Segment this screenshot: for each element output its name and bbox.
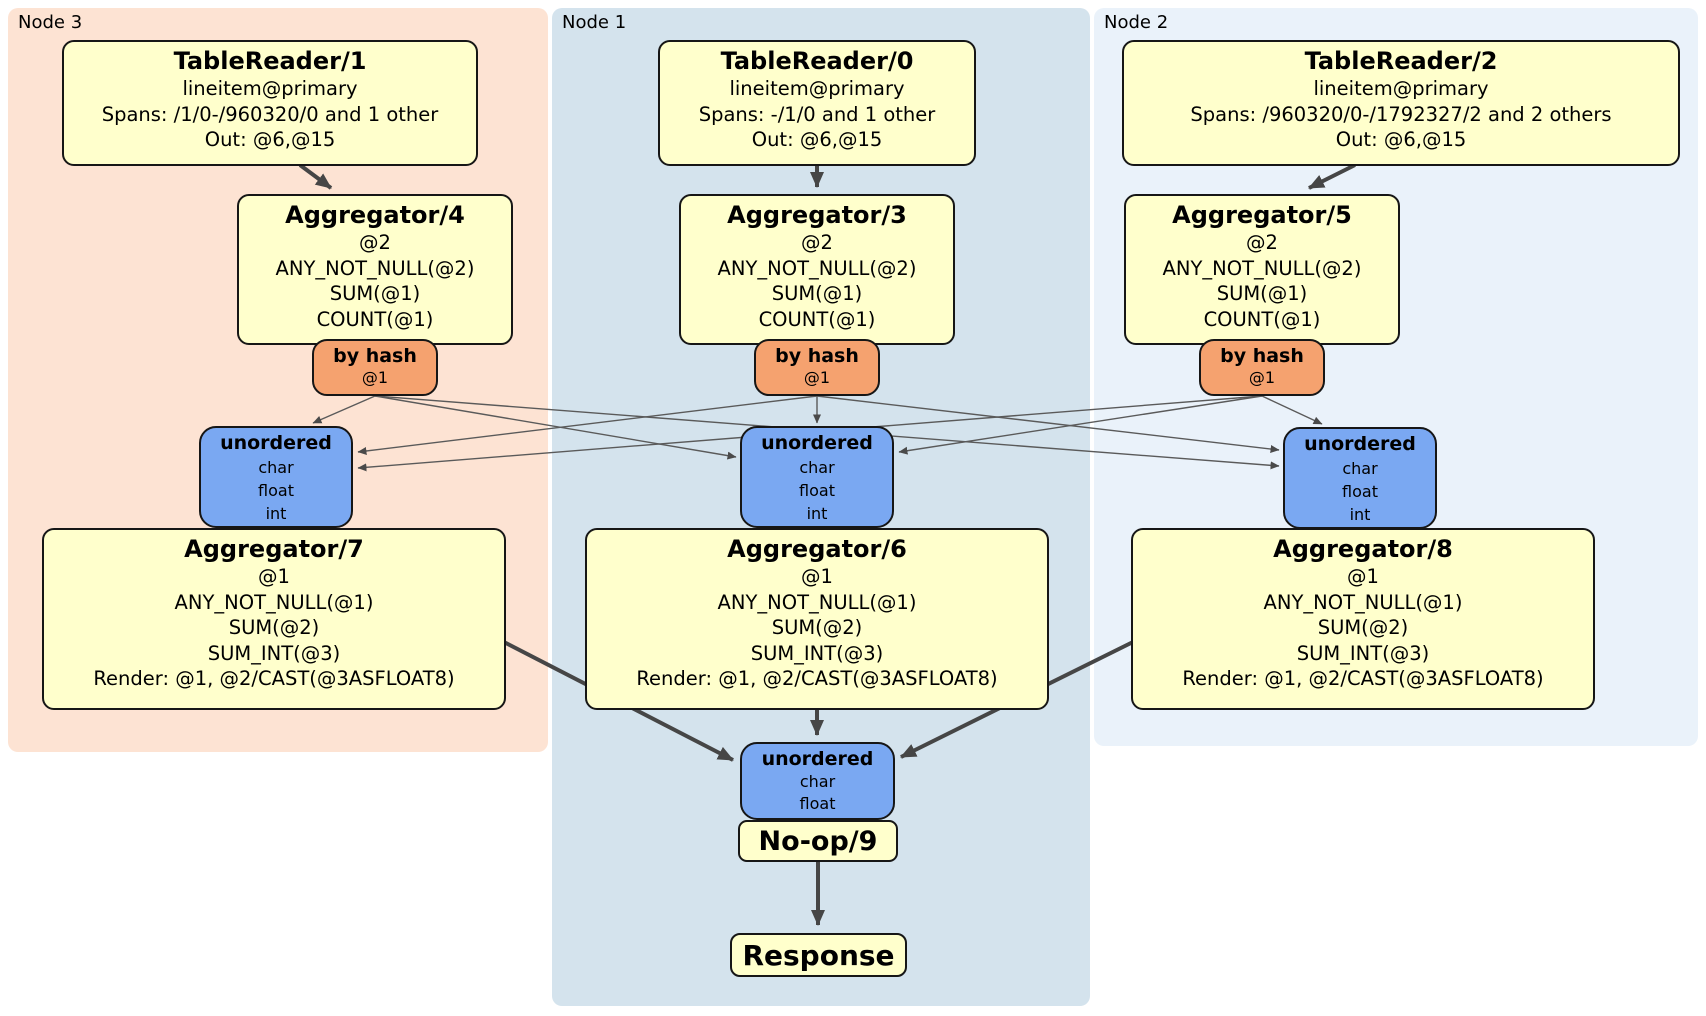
processor-title: No-op/9 [758,826,878,857]
processor-line: Out: @6,@15 [1335,128,1467,151]
unordered-sync-a: unordered char float int [199,426,353,528]
processor-line: @2 [359,231,391,254]
processor-line: ANY_NOT_NULL(@1) [174,590,374,614]
processor-line: @1 [258,565,290,588]
processor-title: Aggregator/8 [1273,535,1453,563]
sync-type: float [799,481,835,500]
unordered-sync-final: unordered char float [740,742,895,820]
processor-line: Render: @1, @2/CAST(@3ASFLOAT8) [93,667,455,690]
processor-line: @2 [1246,231,1278,254]
processor-line: lineitem@primary [1313,77,1489,100]
sync-type: char [1342,459,1378,478]
unordered-sync-b: unordered char float int [740,426,894,528]
router-title: by hash [775,345,859,367]
processor-line: ANY_NOT_NULL(@1) [717,590,917,614]
router-detail: @1 [803,368,831,387]
processor-line: Out: @6,@15 [204,128,336,151]
processor-title: TableReader/0 [720,47,914,75]
processor-title: Aggregator/5 [1172,201,1352,229]
processor-line: COUNT(@1) [1203,307,1321,331]
sync-title: unordered [761,432,873,454]
tablereader-2-box: TableReader/2 lineitem@primary Spans: /9… [1122,40,1680,166]
processor-line: SUM(@2) [228,616,320,639]
tablereader-1-box: TableReader/1 lineitem@primary Spans: /1… [62,40,478,166]
processor-title: Aggregator/4 [285,201,465,229]
processor-line: Spans: /1/0-/960320/0 and 1 other [101,102,439,126]
processor-line: @2 [801,231,833,254]
router-title: by hash [1220,345,1304,367]
sync-type: float [799,794,836,813]
processor-line: Render: @1, @2/CAST(@3ASFLOAT8) [636,667,998,690]
processor-title: Aggregator/3 [727,201,907,229]
processor-line: lineitem@primary [729,77,905,100]
router-title: by hash [333,345,417,367]
sync-title: unordered [1304,433,1416,455]
node2-label: Node 2 [1104,12,1169,33]
unordered-sync-c: unordered char float int [1283,427,1437,529]
aggregator-4-box: Aggregator/4 @2 ANY_NOT_NULL(@2) SUM(@1)… [237,194,513,345]
hash-router-b: by hash @1 [754,339,880,396]
sync-title: unordered [220,432,332,454]
router-detail: @1 [1248,368,1276,387]
processor-line: Spans: -/1/0 and 1 other [698,102,936,126]
processor-line: SUM(@2) [1317,616,1409,639]
edge [816,395,1280,453]
processor-line: ANY_NOT_NULL(@1) [1263,590,1463,614]
processor-line: SUM(@1) [1216,282,1308,305]
processor-line: SUM_INT(@3) [207,641,341,665]
aggregator-8-box: Aggregator/8 @1 ANY_NOT_NULL(@1) SUM(@2)… [1131,528,1595,710]
router-detail: @1 [361,368,389,387]
edge [374,395,737,460]
processor-line: ANY_NOT_NULL(@2) [275,256,475,280]
sync-type: int [265,504,287,523]
edge [1261,395,1323,425]
processor-line: ANY_NOT_NULL(@2) [717,256,917,280]
aggregator-3-box: Aggregator/3 @2 ANY_NOT_NULL(@2) SUM(@1)… [679,194,955,345]
processor-line: SUM_INT(@3) [1296,641,1430,665]
processor-line: @1 [801,565,833,588]
processor-line: SUM(@1) [771,282,863,305]
sync-type: char [799,458,835,477]
processor-line: lineitem@primary [182,77,358,100]
processor-line: SUM(@1) [329,282,421,305]
edge [312,395,376,424]
sync-type: int [1349,505,1371,524]
processor-line: ANY_NOT_NULL(@2) [1162,256,1362,280]
response-box: Response [730,933,907,977]
node3-label: Node 3 [18,12,83,33]
processor-title: TableReader/2 [1304,47,1498,75]
processor-line: SUM_INT(@3) [750,641,884,665]
sync-type: char [258,458,294,477]
processor-title: Aggregator/6 [727,535,907,563]
sync-type: float [258,481,294,500]
noop-box: No-op/9 [738,820,898,862]
sync-type: float [1342,482,1378,501]
processor-line: SUM(@2) [771,616,863,639]
processor-line: Render: @1, @2/CAST(@3ASFLOAT8) [1182,667,1544,690]
processor-line: Spans: /960320/0-/1792327/2 and 2 others [1190,102,1612,126]
aggregator-6-box: Aggregator/6 @1 ANY_NOT_NULL(@1) SUM(@2)… [585,528,1049,710]
edge [898,395,1263,455]
processor-line: @1 [1347,565,1379,588]
processor-line: COUNT(@1) [758,307,876,331]
processor-title: Response [742,939,895,972]
processor-line: COUNT(@1) [316,307,434,331]
sync-type: int [806,504,828,523]
aggregator-5-box: Aggregator/5 @2 ANY_NOT_NULL(@2) SUM(@1)… [1124,194,1400,345]
processor-title: TableReader/1 [173,47,367,75]
aggregator-7-box: Aggregator/7 @1 ANY_NOT_NULL(@1) SUM(@2)… [42,528,506,710]
processor-line: Out: @6,@15 [751,128,883,151]
sync-type: char [799,772,836,791]
processor-title: Aggregator/7 [184,535,364,563]
node1-label: Node 1 [562,12,627,33]
tablereader-0-box: TableReader/0 lineitem@primary Spans: -/… [658,40,976,166]
sync-title: unordered [761,748,874,770]
hash-router-a: by hash @1 [312,339,438,396]
edge [298,163,333,190]
hash-router-c: by hash @1 [1199,339,1325,396]
edge [357,395,818,455]
edge [1308,163,1356,190]
